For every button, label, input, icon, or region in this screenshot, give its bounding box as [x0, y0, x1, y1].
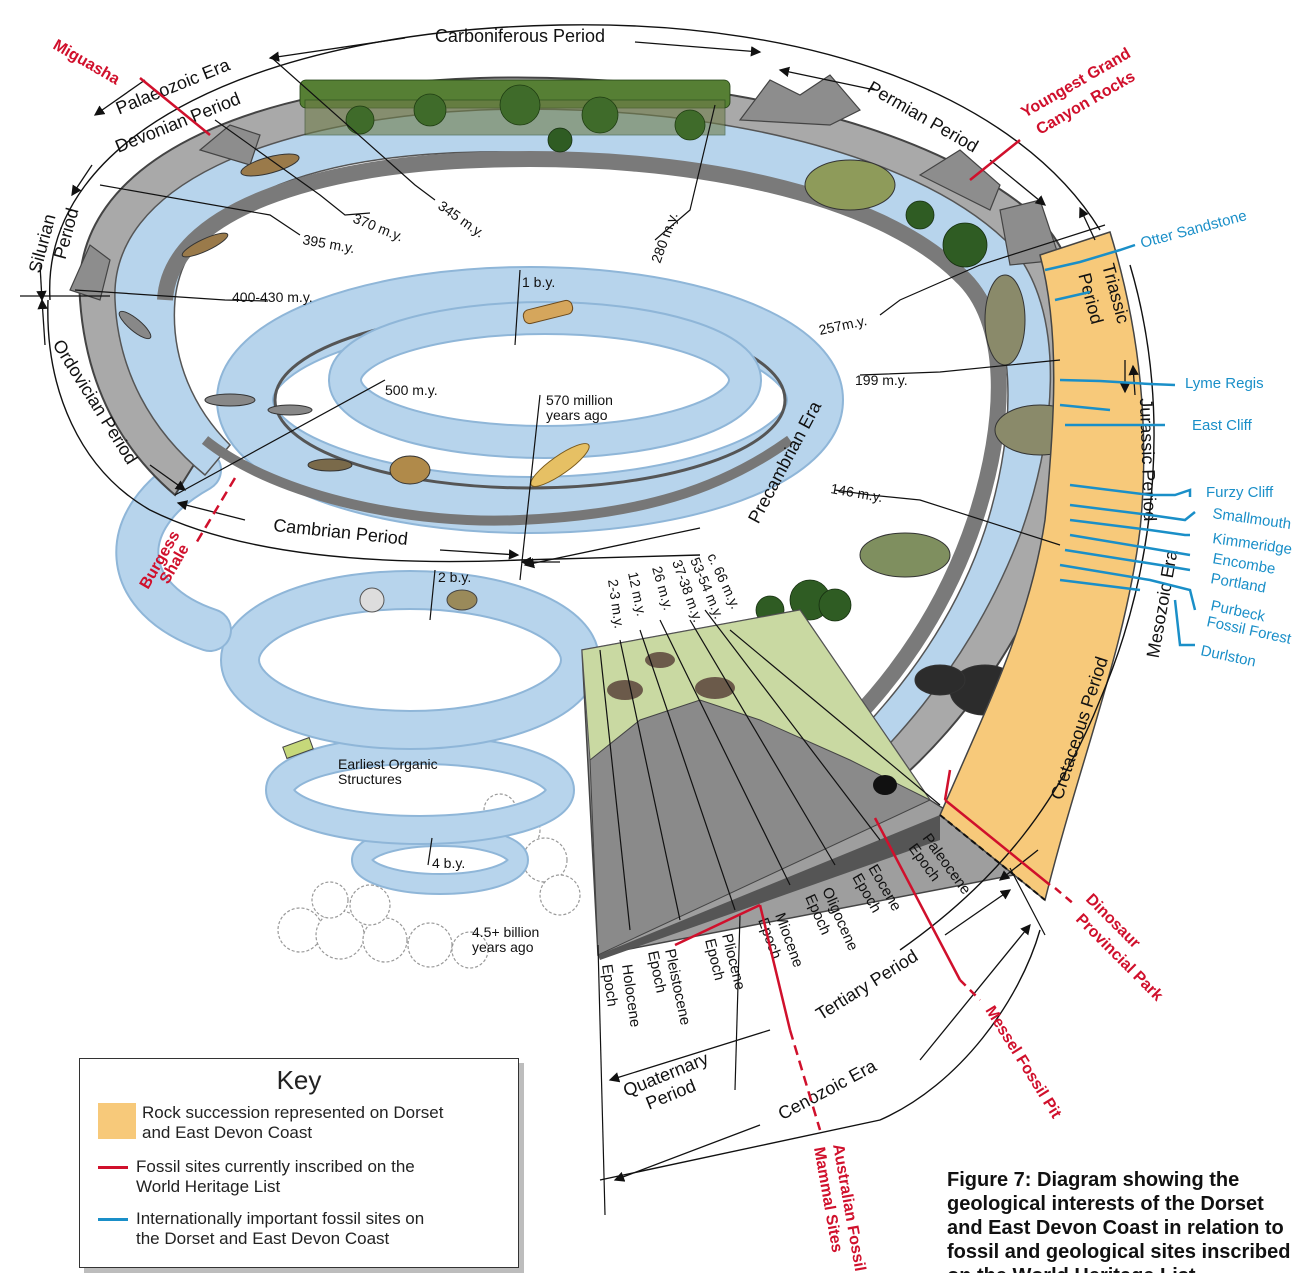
age-146: 146 m.y.: [829, 480, 884, 505]
key-blue-2: the Dorset and East Devon Coast: [136, 1229, 390, 1248]
blue-site-durlston: Durlston: [1199, 642, 1257, 670]
carboniferous-forest: [299, 79, 731, 141]
dorset-dashed-edge: [939, 814, 1046, 901]
key-swatch-red: [98, 1166, 128, 1169]
mountains: [69, 74, 1061, 301]
blue-site-east-cliff: East Cliff: [1192, 417, 1253, 434]
caption-line-1: Figure 7: Diagram showing the: [947, 1169, 1240, 1191]
caption-line-5: on the World Heritage List: [947, 1264, 1311, 1273]
age-199: 199 m.y.: [855, 372, 908, 388]
key-row-blue: Internationally important fossil sites o…: [98, 1209, 424, 1249]
age-370: 370 m.y.: [351, 210, 406, 245]
organic-label-1: Earliest Organic: [338, 756, 438, 772]
key-red-2: World Heritage List: [136, 1177, 281, 1196]
age-45-1: 4.5+ billion: [472, 924, 539, 940]
key-title: Key: [276, 1065, 322, 1095]
blue-site-smallmouth: Smallmouth: [1211, 505, 1292, 533]
key-blue-1: Internationally important fossil sites o…: [136, 1209, 425, 1228]
key-swatch-blue: [98, 1218, 128, 1221]
age-570-2: years ago: [546, 407, 608, 423]
timeline-arcs: [47, 24, 1155, 1181]
age-280: 280 m.y.: [648, 210, 681, 265]
age-4by: 4 b.y.: [432, 855, 465, 871]
red-site-markers: [139, 77, 1076, 1131]
early-fossils: [282, 299, 590, 760]
age-leader-lines: [20, 57, 1106, 1216]
age-23: 2-3 m.y.: [605, 578, 628, 629]
age-45-2: years ago: [472, 939, 534, 955]
age-2by: 2 b.y.: [438, 569, 471, 585]
period-arrows: [36, 37, 1139, 1182]
caption-line-4: fossil and geological sites inscribed: [947, 1241, 1291, 1263]
label-cenozoic-era: Cenozoic Era: [775, 1055, 881, 1124]
caption-line-3: and East Devon Coast in relation to: [947, 1217, 1284, 1239]
age-12: 12 m.y.: [625, 570, 650, 617]
key-red-1: Fossil sites currently inscribed on the: [136, 1157, 415, 1176]
red-site-messel: Messel Fossil Pit: [982, 1003, 1065, 1122]
dorset-rock-band: [939, 231, 1145, 902]
age-500: 500 m.y.: [385, 382, 438, 398]
blue-site-lyme: Lyme Regis: [1185, 375, 1264, 392]
label-jurassic: Jurassic Period: [1136, 398, 1160, 522]
age-345: 345 m.y.: [435, 197, 487, 240]
key-rock-1: Rock succession represented on Dorset: [142, 1103, 444, 1122]
epoch-holocene: Holocene: [618, 963, 644, 1028]
label-carboniferous: Carboniferous Period: [435, 26, 605, 46]
figure-caption: Figure 7: Diagram showing the geological…: [947, 1168, 1311, 1273]
key-rock-2: and East Devon Coast: [142, 1123, 313, 1142]
main-ring: [78, 76, 1089, 842]
label-tertiary: Tertiary Period: [812, 946, 921, 1024]
key-legend: Key Rock succession represented on Dorse…: [79, 1058, 519, 1268]
age-570-1: 570 million: [546, 392, 613, 408]
blue-site-markers: [1044, 243, 1197, 647]
organic-label-2: Structures: [338, 771, 402, 787]
epoch-holocene-word: Epoch: [598, 963, 621, 1007]
age-400: 400-430 m.y.: [232, 289, 313, 305]
red-site-miguasha: Miguasha: [50, 37, 122, 89]
key-swatch-rock: [98, 1103, 136, 1139]
cenozoic-wedge: [581, 609, 1042, 960]
age-257: 257m.y.: [817, 312, 868, 338]
blue-site-furzy: Furzy Cliff: [1206, 484, 1274, 501]
age-395: 395 m.y.: [301, 231, 356, 256]
caption-line-2: geological interests of the Dorset: [947, 1193, 1264, 1215]
age-1by: 1 b.y.: [522, 274, 555, 290]
blue-site-otter: Otter Sandstone: [1139, 207, 1249, 252]
